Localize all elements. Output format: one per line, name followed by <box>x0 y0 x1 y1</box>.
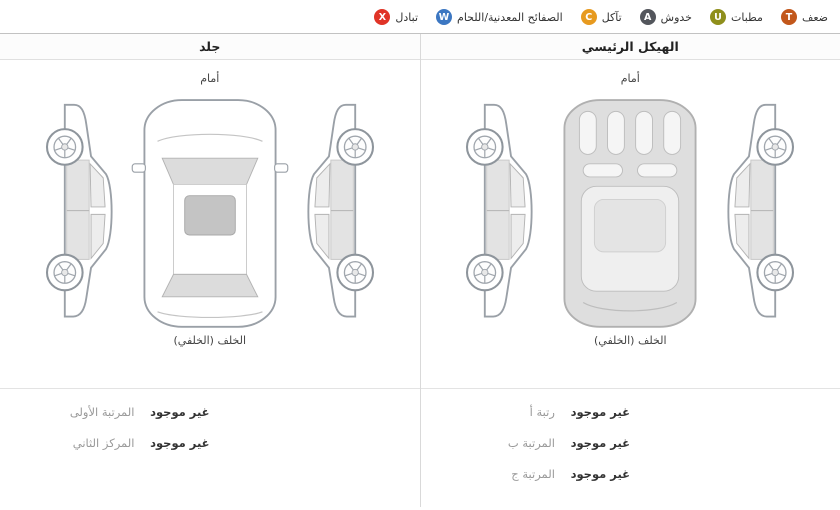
panel-main-structure: الهيكل الرئيسي أمام الخلف (الخلفي) غير م… <box>419 34 840 507</box>
front-label: أمام <box>200 72 220 85</box>
legend-item-label: الصفائح المعدنية/اللحام <box>457 10 563 24</box>
damage-legend: ضعف T مطبات U خدوش A تآكل C الصفائح المع… <box>0 0 840 34</box>
main-structure-diagram: أمام الخلف (الخلفي) <box>421 60 840 388</box>
legend-badge-X: X <box>374 9 391 25</box>
legend-item-bumps: مطبات U <box>710 9 763 25</box>
legend-badge-W: W <box>436 9 453 25</box>
status-row: غير موجود المرتبة ب <box>421 436 630 450</box>
status-row: غير موجود رتبة أ <box>421 405 630 419</box>
panel-title: الهيكل الرئيسي <box>420 34 840 60</box>
legend-item-weakness: ضعف T <box>780 9 828 25</box>
status-value: غير موجود <box>150 436 210 450</box>
legend-badge-C: C <box>580 9 597 25</box>
status-value: غير موجود <box>150 405 210 419</box>
legend-badge-T: T <box>780 9 797 25</box>
legend-item-label: ضعف <box>801 10 828 24</box>
inspection-panels: الهيكل الرئيسي أمام الخلف (الخلفي) غير م… <box>0 34 840 507</box>
status-value: غير موجود <box>570 405 630 419</box>
car-diagram-exterior <box>32 99 388 328</box>
status-value: غير موجود <box>570 467 630 481</box>
rear-label: الخلف (الخلفي) <box>594 334 667 348</box>
status-row: غير موجود المركز الثاني <box>0 436 210 450</box>
status-label: المركز الثاني <box>72 436 135 450</box>
leather-diagram: أمام الخلف (الخلفي) <box>0 60 420 388</box>
legend-badge-A: A <box>639 9 656 25</box>
front-label: أمام <box>620 72 640 85</box>
car-diagram-structure <box>452 99 808 328</box>
panel-leather: جلد أمام الخلف (الخلفي) غير موجود المرتب… <box>0 34 420 507</box>
legend-badge-U: U <box>710 9 726 25</box>
status-label: المرتبة الأولى <box>69 405 135 419</box>
legend-item-scratches: خدوش A <box>639 9 692 25</box>
legend-item-label: تآكل <box>601 10 622 24</box>
status-value: غير موجود <box>570 436 630 450</box>
legend-item-sheetmetal-welding: الصفائح المعدنية/اللحام W <box>436 9 563 25</box>
status-rows: غير موجود رتبة أ غير موجود المرتبة ب غير… <box>420 388 840 498</box>
legend-item-exchange: تبادل X <box>374 9 418 25</box>
panel-title: جلد <box>0 34 420 60</box>
status-rows: غير موجود المرتبة الأولى غير موجود المرك… <box>0 388 420 467</box>
legend-item-label: مطبات <box>731 10 763 24</box>
status-row: غير موجود المرتبة الأولى <box>0 405 210 419</box>
status-label: المرتبة ب <box>507 436 555 450</box>
legend-item-corrosion: تآكل C <box>580 9 622 25</box>
rear-label: الخلف (الخلفي) <box>173 334 247 348</box>
status-label: المرتبة ج <box>511 467 555 481</box>
status-label: رتبة أ <box>529 405 555 419</box>
legend-item-label: خدوش <box>660 10 692 24</box>
status-row: غير موجود المرتبة ج <box>421 467 630 481</box>
legend-item-label: تبادل <box>395 10 419 24</box>
